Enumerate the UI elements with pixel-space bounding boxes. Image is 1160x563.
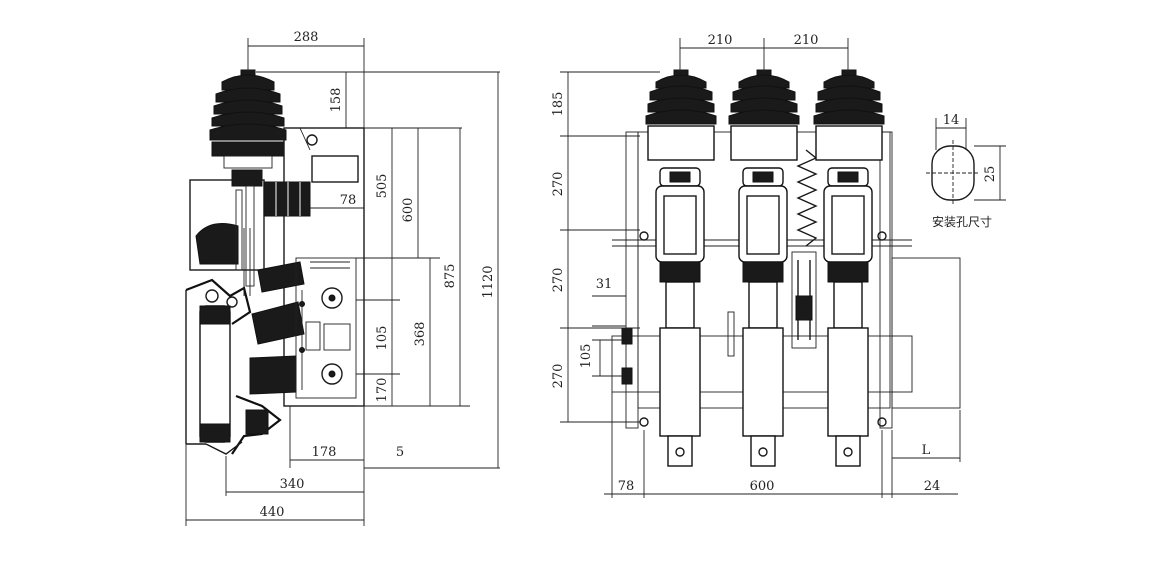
dim-1120: 1120	[481, 265, 496, 298]
dim-505: 505	[375, 174, 390, 199]
front-phase-3	[813, 69, 885, 467]
side-insulator-top	[209, 69, 287, 169]
dim-340: 340	[280, 477, 305, 492]
dim-170: 170	[375, 378, 390, 403]
front-spring	[796, 149, 818, 247]
front-phase-2	[728, 69, 800, 467]
dim-270-upper: 270	[551, 172, 566, 197]
dim-31: 31	[596, 277, 613, 292]
side-fuse-assembly	[185, 169, 311, 455]
front-side-box	[891, 257, 961, 409]
front-view: 210 210 185 270 270 270 31 105 78 600 24…	[551, 33, 961, 498]
side-view: 288 158 505 600 875 1120 78 105 368 170 …	[185, 30, 500, 526]
dim-178: 178	[312, 445, 337, 460]
dim-5: 5	[396, 445, 404, 460]
dim-600: 600	[401, 198, 416, 223]
dim-L: L	[922, 443, 931, 458]
dim-210-left: 210	[708, 33, 733, 48]
dim-210-right: 210	[794, 33, 819, 48]
dim-105-front: 105	[579, 344, 594, 369]
dim-875: 875	[443, 264, 458, 289]
dim-158: 158	[329, 88, 344, 113]
side-operating-shaft-upper	[321, 287, 343, 309]
dim-105-side: 105	[375, 326, 390, 351]
side-dimension-labels: 288 158 505 600 875 1120 78 105 368 170 …	[260, 30, 496, 520]
hole-height-label: 25	[983, 166, 998, 183]
dim-440: 440	[260, 505, 285, 520]
dim-78-front: 78	[618, 479, 635, 494]
mounting-hole-detail: 14 25 安装孔尺寸	[926, 113, 1006, 229]
side-dimension-lines	[185, 38, 500, 526]
side-nameplate	[311, 155, 359, 183]
side-bolt	[306, 134, 318, 146]
front-mechanism	[727, 251, 817, 357]
dim-368: 368	[413, 322, 428, 347]
dim-270-lower: 270	[551, 364, 566, 389]
dim-78-side: 78	[340, 193, 357, 208]
dim-24: 24	[924, 479, 941, 494]
side-operating-shaft-lower	[321, 363, 343, 385]
dim-288: 288	[294, 30, 319, 45]
front-dimension-lines	[560, 38, 961, 498]
dim-600-front: 600	[750, 479, 775, 494]
front-dimension-labels: 210 210 185 270 270 270 31 105 78 600 24…	[551, 33, 940, 494]
hole-width-label: 14	[943, 113, 960, 128]
hole-caption: 安装孔尺寸	[932, 214, 992, 229]
dim-185: 185	[551, 92, 566, 117]
dim-270-middle: 270	[551, 268, 566, 293]
side-mechanism-panel	[295, 257, 357, 399]
front-phase-1	[645, 69, 717, 467]
